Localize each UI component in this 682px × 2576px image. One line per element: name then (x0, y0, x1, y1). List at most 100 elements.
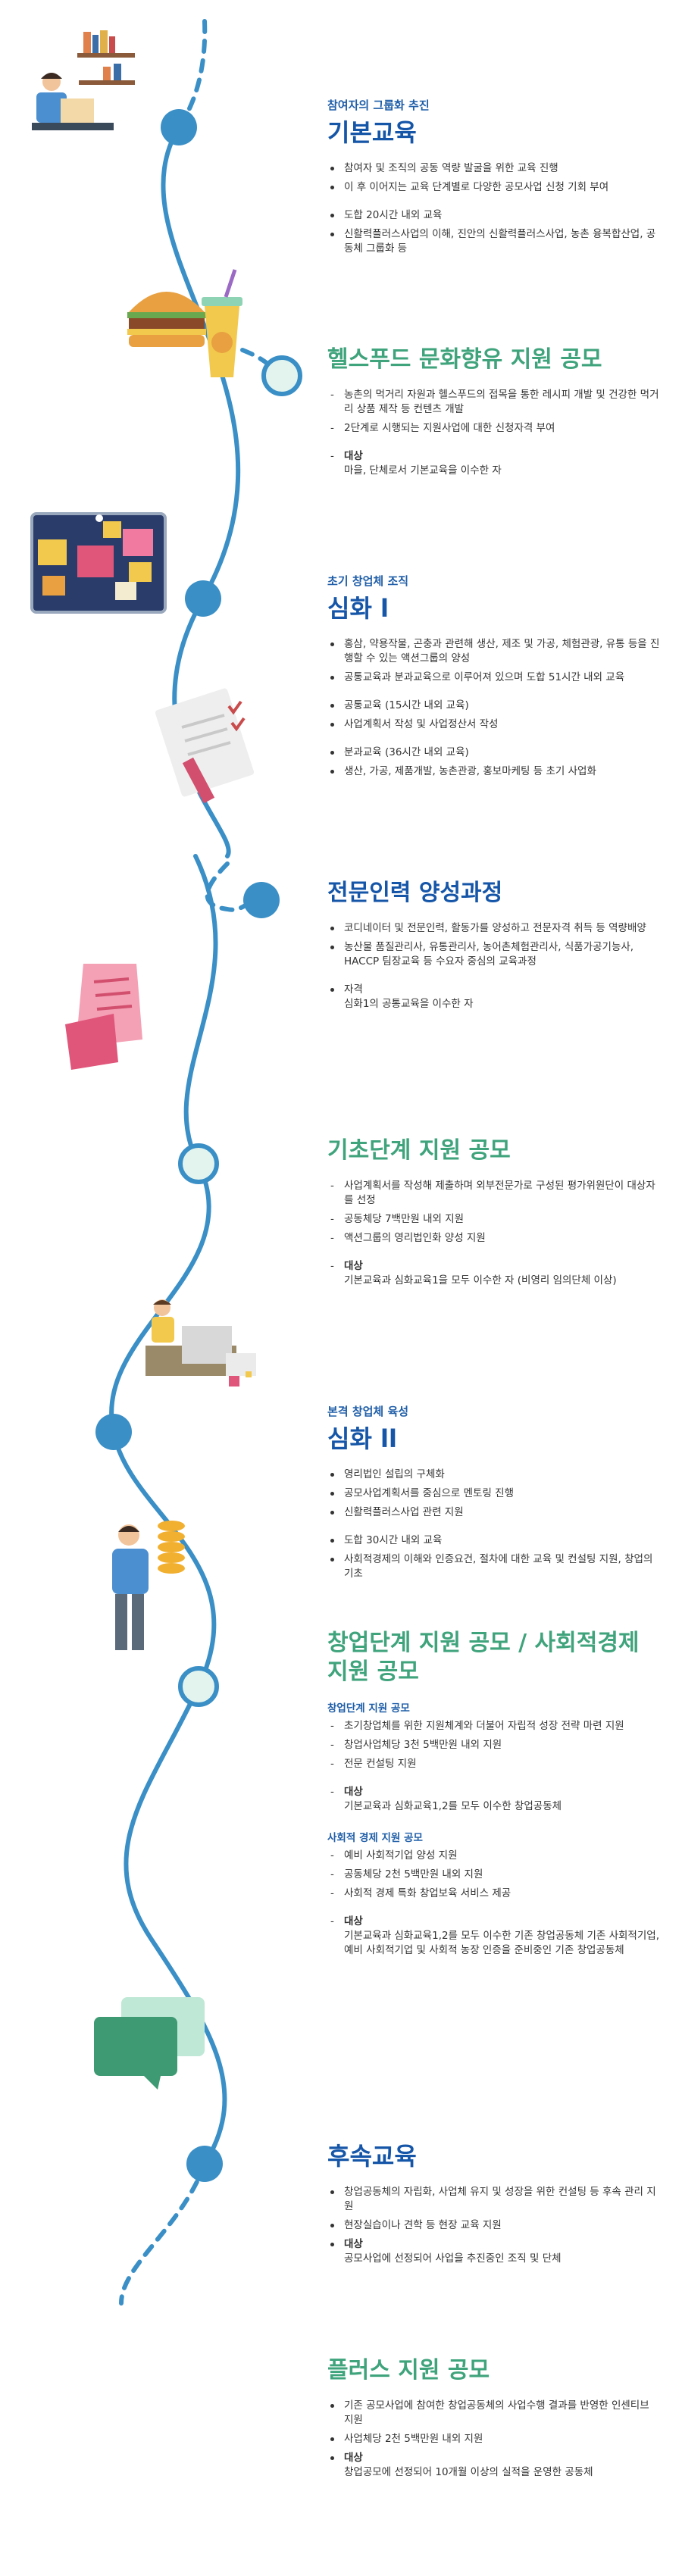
list-item-label: 대상 (344, 1259, 363, 1272)
list-item-text: 마을, 단체로서 기본교육을 이수한 자 (344, 464, 502, 477)
person-holding-coins-icon (112, 1521, 185, 1650)
list-item: 기존 공모사업에 참여한 창업공동체의 사업수행 결과를 반영한 인센티브 지원 (327, 2399, 661, 2428)
list-item-label: 대상 (344, 449, 363, 462)
list-item: 사업계획서 작성 및 사업정산서 작성 (327, 717, 661, 732)
section-advanced-1: 초기 창업체 조직 심화 l 홍삼, 약용작물, 곤충과 관련해 생산, 제조 … (327, 573, 661, 783)
milestone-3 (185, 580, 221, 617)
list-item: 대상 마을, 단체로서 기본교육을 이수한 자 (327, 449, 661, 478)
list-item-text: 기본교육과 심화교육1을 모두 이수한 자 (비영리 임의단체 이상) (344, 1274, 617, 1286)
section-list: 영리법인 설립의 구체화 공모사업계획서를 중심으로 멘토링 진행 신활력플러스… (327, 1468, 661, 1581)
list-item: 홍삼, 약용작물, 곤충과 관련해 생산, 제조 및 가공, 체험관광, 유통 … (327, 637, 661, 666)
list-item-label: 대상 (344, 2451, 363, 2464)
list-item: 대상 공모사업에 선정되어 사업을 추진중인 조직 및 단체 (327, 2237, 661, 2266)
list-item: 사회적경제의 이해와 인증요건, 절차에 대한 교육 및 컨설팅 지원, 창업의… (327, 1552, 661, 1581)
list-item: 대상 기본교육과 심화교육1,2를 모두 이수한 창업공동체 (327, 1785, 661, 1814)
section-eyebrow: 초기 창업체 조직 (327, 574, 409, 588)
list-item: 도합 30시간 내외 교육 (327, 1533, 661, 1548)
milestone-6 (95, 1414, 132, 1450)
list-item: 2단계로 시행되는 지원사업에 대한 신청자격 부여 (327, 421, 661, 436)
section-list: 코디네이터 및 전문인력, 활동가를 양성하고 전문자격 취득 등 역량배양 농… (327, 921, 661, 1011)
section-title: 기본교육 (327, 118, 417, 147)
route-dashed-left (119, 2162, 207, 2306)
section-title: 심화 l (327, 594, 389, 623)
list-item: 창업공동체의 자립화, 사업체 유지 및 성장을 위한 컨설팅 등 후속 관리 … (327, 2185, 661, 2214)
section-basic-education: 참여자의 그룹화 추진 기본교육 참여자 및 조직의 공동 역량 발굴을 위한 … (327, 97, 661, 261)
list-item-label: 자격 (344, 983, 363, 996)
speech-bubbles-icon (94, 1997, 205, 2090)
section-list: 예비 사회적기업 양성 지원 공동체당 2천 5백만원 내외 지원 사회적 경제… (327, 1849, 661, 1958)
list-item: 분과교육 (36시간 내외 교육) (327, 746, 661, 760)
receipt-icon (65, 964, 142, 1070)
list-item-text: 창업공모에 선정되어 10개월 이상의 실적을 운영한 공동체 (344, 2465, 593, 2478)
milestone-2 (261, 355, 302, 396)
section-startup-social-economy: 창업단계 지원 공모 / 사회적경제 지원 공모 창업단계 지원 공모 초기창업… (327, 1629, 661, 1962)
list-item: 농촌의 먹거리 자원과 헬스푸드의 접목을 통한 레시피 개발 및 건강한 먹거… (327, 388, 661, 417)
milestone-1 (161, 109, 197, 145)
list-item: 신활력플러스사업의 이해, 진안의 신활력플러스사업, 농촌 융복합산업, 공동… (327, 227, 661, 256)
list-item: 공통교육 (15시간 내외 교육) (327, 699, 661, 713)
list-item: 공모사업계획서를 중심으로 멘토링 진행 (327, 1487, 661, 1501)
milestone-7 (178, 1666, 219, 1707)
section-title: 헬스푸드 문화향유 지원 공모 (327, 346, 602, 373)
list-item: 생산, 가공, 제품개발, 농촌관광, 홍보마케팅 등 초기 사업화 (327, 764, 661, 779)
section-list: 초기창업체를 위한 지원체계와 더불어 자립적 성장 전략 마련 지원 창업사업… (327, 1719, 661, 1814)
list-item: 신활력플러스사업 관련 지원 (327, 1505, 661, 1520)
list-item: 사업체당 2천 5백만원 내외 지원 (327, 2432, 661, 2446)
list-item: 공동체당 2천 5백만원 내외 지원 (327, 1868, 661, 1882)
milestone-4 (243, 882, 280, 918)
list-item: 액션그룹의 영리법인화 양성 지원 (327, 1231, 661, 1246)
section-list: 참여자 및 조직의 공동 역량 발굴을 위한 교육 진행 이 후 이어지는 교육… (327, 161, 661, 256)
list-item: 대상 창업공모에 선정되어 10개월 이상의 실적을 운영한 공동체 (327, 2451, 661, 2480)
list-item: 공통교육과 분과교육으로 이루어져 있으며 도합 51시간 내외 교육 (327, 671, 661, 685)
milestone-5 (178, 1143, 219, 1184)
section-list: 홍삼, 약용작물, 곤충과 관련해 생산, 제조 및 가공, 체험관광, 유통 … (327, 637, 661, 779)
burger-and-drink-icon (127, 269, 242, 377)
list-item: 이 후 이어지는 교육 단계별로 다양한 공모사업 신청 기회 부여 (327, 180, 661, 195)
section-advanced-2: 본격 창업체 육성 심화 ll 영리법인 설립의 구체화 공모사업계획서를 중심… (327, 1403, 661, 1586)
list-item: 대상 기본교육과 심화교육1,2를 모두 이수한 기존 창업공동체 기존 사회적… (327, 1915, 661, 1958)
list-item-text: 심화1의 공통교육을 이수한 자 (344, 997, 474, 1010)
list-item: 전문 컨설팅 지원 (327, 1757, 661, 1771)
section-list: 농촌의 먹거리 자원과 헬스푸드의 접목을 통한 레시피 개발 및 건강한 먹거… (327, 388, 661, 478)
list-item-label: 대상 (344, 1915, 363, 1927)
section-health-food: 헬스푸드 문화향유 지원 공모 농촌의 먹거리 자원과 헬스푸드의 접목을 통한… (327, 345, 661, 483)
list-item: 사회적 경제 특화 창업보육 서비스 제공 (327, 1887, 661, 1901)
route-line-2 (109, 854, 227, 2166)
person-at-laptop-icon (145, 1299, 256, 1386)
section-basic-stage-support: 기초단계 지원 공모 사업계획서를 작성해 제출하며 외부전문가로 구성된 평가… (327, 1136, 661, 1293)
section-title: 창업단계 지원 공모 / 사회적경제 지원 공모 (327, 1630, 640, 1685)
section-title: 기초단계 지원 공모 (327, 1137, 511, 1164)
list-item: 도합 20시간 내외 교육 (327, 208, 661, 223)
list-item: 농산물 품질관리사, 유통관리사, 농어촌체험관리사, 식품가공기능사, HAC… (327, 940, 661, 969)
list-item: 자격 심화1의 공통교육을 이수한 자 (327, 983, 661, 1011)
list-item: 대상 기본교육과 심화교육1을 모두 이수한 자 (비영리 임의단체 이상) (327, 1259, 661, 1288)
section-follow-up-education: 후속교육 창업공동체의 자립화, 사업체 유지 및 성장을 위한 컨설팅 등 후… (327, 2141, 661, 2271)
person-at-desk-icon (32, 30, 135, 130)
section-title: 후속교육 (327, 2142, 417, 2171)
list-item: 코디네이터 및 전문인력, 활동가를 양성하고 전문자격 취득 등 역량배양 (327, 921, 661, 936)
list-item-text: 기본교육과 심화교육1,2를 모두 이수한 창업공동체 (344, 1800, 562, 1812)
list-item: 현장실습이나 견학 등 현장 교육 지원 (327, 2218, 661, 2233)
section-list: 사업계획서를 작성해 제출하며 외부전문가로 구성된 평가위원단이 대상자를 선… (327, 1179, 661, 1288)
section-title: 전문인력 양성과정 (327, 880, 503, 906)
list-item-text: 공모사업에 선정되어 사업을 추진중인 조직 및 단체 (344, 2252, 562, 2265)
route-line (161, 125, 241, 858)
group-heading-startup: 창업단계 지원 공모 (327, 1702, 410, 1715)
group-heading-social-economy: 사회적 경제 지원 공모 (327, 1832, 423, 1844)
section-eyebrow: 본격 창업체 육성 (327, 1405, 409, 1418)
section-title: 플러스 지원 공모 (327, 2357, 490, 2384)
section-list: 창업공동체의 자립화, 사업체 유지 및 성장을 위한 컨설팅 등 후속 관리 … (327, 2185, 661, 2266)
list-item: 사업계획서를 작성해 제출하며 외부전문가로 구성된 평가위원단이 대상자를 선… (327, 1179, 661, 1208)
list-item: 예비 사회적기업 양성 지원 (327, 1849, 661, 1863)
list-item-text: 기본교육과 심화교육1,2를 모두 이수한 기존 창업공동체 기존 사회적기업,… (344, 1930, 659, 1956)
section-list: 기존 공모사업에 참여한 창업공동체의 사업수행 결과를 반영한 인센티브 지원… (327, 2399, 661, 2480)
section-eyebrow: 참여자의 그룹화 추진 (327, 98, 430, 112)
list-item-label: 대상 (344, 1786, 363, 1798)
document-and-pen-icon (155, 688, 255, 804)
planning-board-icon (30, 512, 167, 614)
list-item-label: 대상 (344, 2238, 363, 2250)
list-item: 참여자 및 조직의 공동 역량 발굴을 위한 교육 진행 (327, 161, 661, 176)
section-plus-support: 플러스 지원 공모 기존 공모사업에 참여한 창업공동체의 사업수행 결과를 반… (327, 2356, 661, 2484)
section-title: 심화 ll (327, 1424, 397, 1453)
